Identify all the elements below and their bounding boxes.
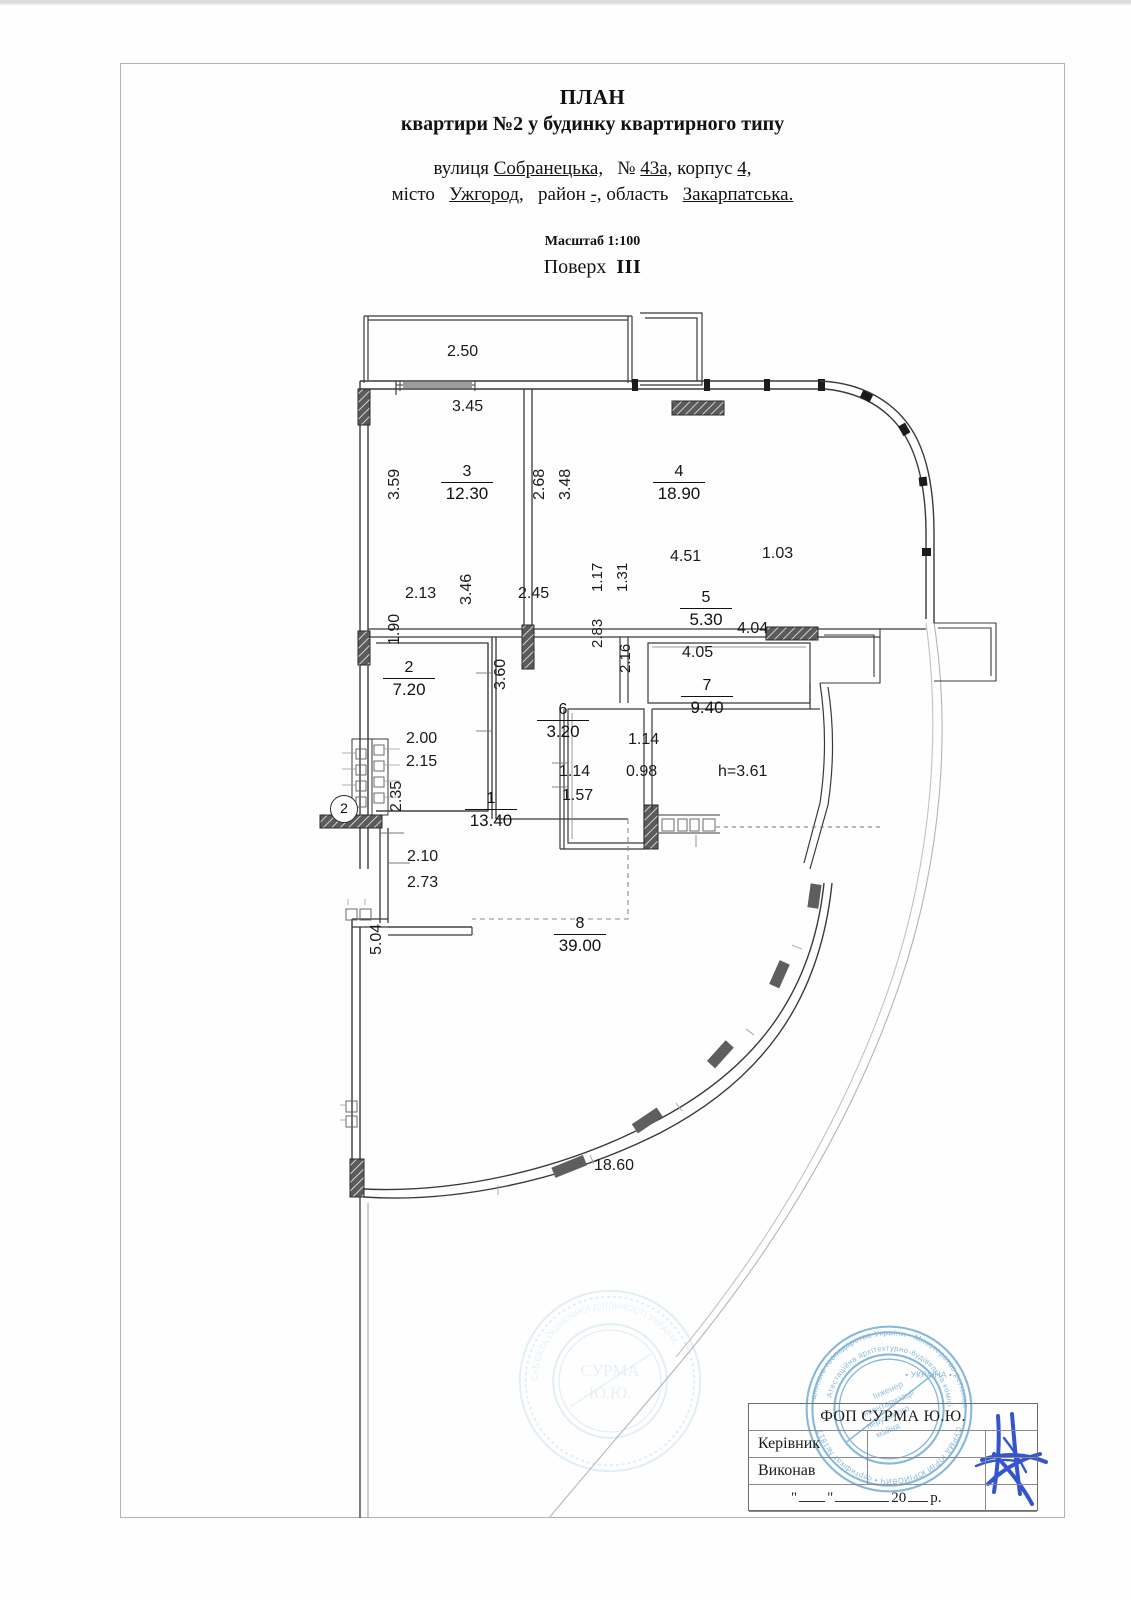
date-year-prefix: 20 (891, 1489, 907, 1506)
address-city-label: місто (391, 183, 435, 205)
sheet-border (120, 63, 1065, 1518)
room-label-2: 2 7.20 (371, 659, 447, 699)
address-street-value: Собранецька, (493, 158, 604, 180)
scan-edge-artifact (0, 2, 1131, 5)
signature-firm-row: ФОП СУРМА Ю.Ю. (749, 1404, 1037, 1431)
room-number-3: 3 (441, 463, 493, 483)
address-line-2: місто Ужгород, район -, область Закарпат… (120, 182, 1065, 208)
dimension-0-98: 0.98 (626, 763, 658, 780)
address-line-1: вулиця Собранецька, № 43а, корпус 4, (120, 156, 1065, 182)
date-field: " " 20 р. (749, 1490, 1037, 1507)
dimension-2-15: 2.15 (406, 753, 438, 770)
dimension-2-13: 2.13 (405, 585, 437, 602)
axis-marker-2: 2 (330, 795, 358, 823)
scale-label: Масштаб 1:100 (544, 233, 641, 249)
dimension-2-73: 2.73 (407, 874, 439, 891)
address-region-label: область (606, 183, 669, 205)
scan-edge-artifact-top (0, 0, 1131, 2)
date-day-blank (799, 1500, 826, 1502)
dimension-2-68: 2.68 (531, 468, 548, 500)
floor-value: III (616, 255, 642, 278)
room-number-4: 4 (653, 463, 705, 483)
dimension-1-14-bottom: 1.14 (559, 763, 591, 780)
dimension-3-48: 3.48 (557, 468, 574, 500)
dimension-2-00: 2.00 (406, 730, 438, 747)
room-area-6: 3.20 (546, 721, 580, 741)
room-number-1: 1 (465, 790, 517, 810)
room-label-5: 5 5.30 (670, 589, 742, 629)
room-number-7: 7 (681, 677, 733, 697)
room-number-8: 8 (554, 915, 606, 935)
manager-label: Керівник (758, 1435, 821, 1452)
page-subtitle: квартири №2 у будинку квартирного типу (400, 113, 785, 136)
address-city-value: Ужгород, (449, 183, 524, 205)
room-number-5: 5 (680, 589, 732, 609)
floor-label-text: Поверх (543, 255, 607, 278)
dimension-3-46: 3.46 (458, 573, 475, 605)
dimension-1-90: 1.90 (386, 613, 403, 645)
dimension-4-04: 4.04 (737, 620, 769, 637)
address-building-value: 4, (737, 158, 752, 180)
address-building-label: корпус (677, 158, 733, 180)
dimension-4-05: 4.05 (682, 644, 714, 661)
address-street-label: вулиця (433, 158, 489, 180)
page-title: ПЛАН (559, 85, 626, 109)
room-label-3: 3 12.30 (424, 463, 510, 503)
dimension-1-14-top: 1.14 (628, 731, 660, 748)
dimension-2-10: 2.10 (407, 848, 439, 865)
room-number-6: 6 (537, 701, 589, 721)
dimension-2-35: 2.35 (388, 780, 405, 812)
executor-label: Виконав (758, 1462, 816, 1479)
room-area-7: 9.40 (690, 697, 724, 717)
dimension-1-31: 1.31 (614, 562, 631, 592)
dimension-18-60: 18.60 (594, 1157, 635, 1174)
date-quote-close: " (827, 1489, 834, 1506)
dimension-3-60: 3.60 (492, 658, 509, 690)
firm-name: ФОП СУРМА Ю.Ю. (820, 1408, 966, 1425)
signature-date-row: " " 20 р. (749, 1485, 1037, 1512)
room-label-7: 7 9.40 (669, 677, 745, 717)
dimension-4-51: 4.51 (670, 548, 702, 565)
dimension-2-50: 2.50 (447, 343, 479, 360)
room-area-3: 12.30 (445, 483, 489, 503)
room-label-8: 8 39.00 (537, 915, 623, 955)
height-note: h=3.61 (718, 763, 768, 780)
address-number-label: № (617, 158, 636, 180)
signature-table-divider-1 (867, 1431, 868, 1485)
room-area-8: 39.00 (558, 935, 602, 955)
dimension-1-03: 1.03 (762, 545, 794, 562)
room-area-5: 5.30 (689, 609, 723, 629)
signature-table-divider-2 (985, 1431, 986, 1512)
title-block: ПЛАН квартири №2 у будинку квартирного т… (120, 84, 1065, 279)
signature-block-table: ФОП СУРМА Ю.Ю. Керівник Виконав " " 20 р… (748, 1403, 1038, 1512)
signature-manager-row: Керівник (749, 1431, 1037, 1458)
address-region-value: Закарпатська. (682, 183, 794, 205)
date-quote-open: " (791, 1489, 798, 1506)
dimension-1-57: 1.57 (562, 787, 594, 804)
dimension-1-17: 1.17 (589, 562, 606, 592)
dimension-3-59: 3.59 (386, 468, 403, 500)
room-label-6: 6 3.20 (530, 701, 596, 741)
address-district-value: -, (590, 183, 602, 205)
date-year-suffix: р. (930, 1489, 942, 1506)
room-area-2: 7.20 (392, 679, 426, 699)
dimension-5-04: 5.04 (368, 923, 385, 955)
dimension-2-83: 2.83 (589, 618, 606, 648)
room-area-1: 13.40 (469, 810, 513, 830)
room-label-1: 1 13.40 (443, 790, 539, 830)
floor-plan-drawing (120, 63, 1065, 1518)
dimension-3-45: 3.45 (452, 398, 484, 415)
date-month-blank (835, 1500, 890, 1502)
floor-label: Поверх III (120, 256, 1065, 279)
dimension-2-45: 2.45 (518, 585, 550, 602)
room-label-4: 4 18.90 (636, 463, 722, 503)
address-district-label: район (538, 183, 586, 205)
room-number-2: 2 (383, 659, 435, 679)
room-area-4: 18.90 (657, 483, 701, 503)
date-year-blank (908, 1500, 929, 1502)
address-number-value: 43а, (640, 158, 673, 180)
signature-executor-row: Виконав (749, 1458, 1037, 1485)
dimension-2-16: 2.16 (617, 643, 634, 673)
